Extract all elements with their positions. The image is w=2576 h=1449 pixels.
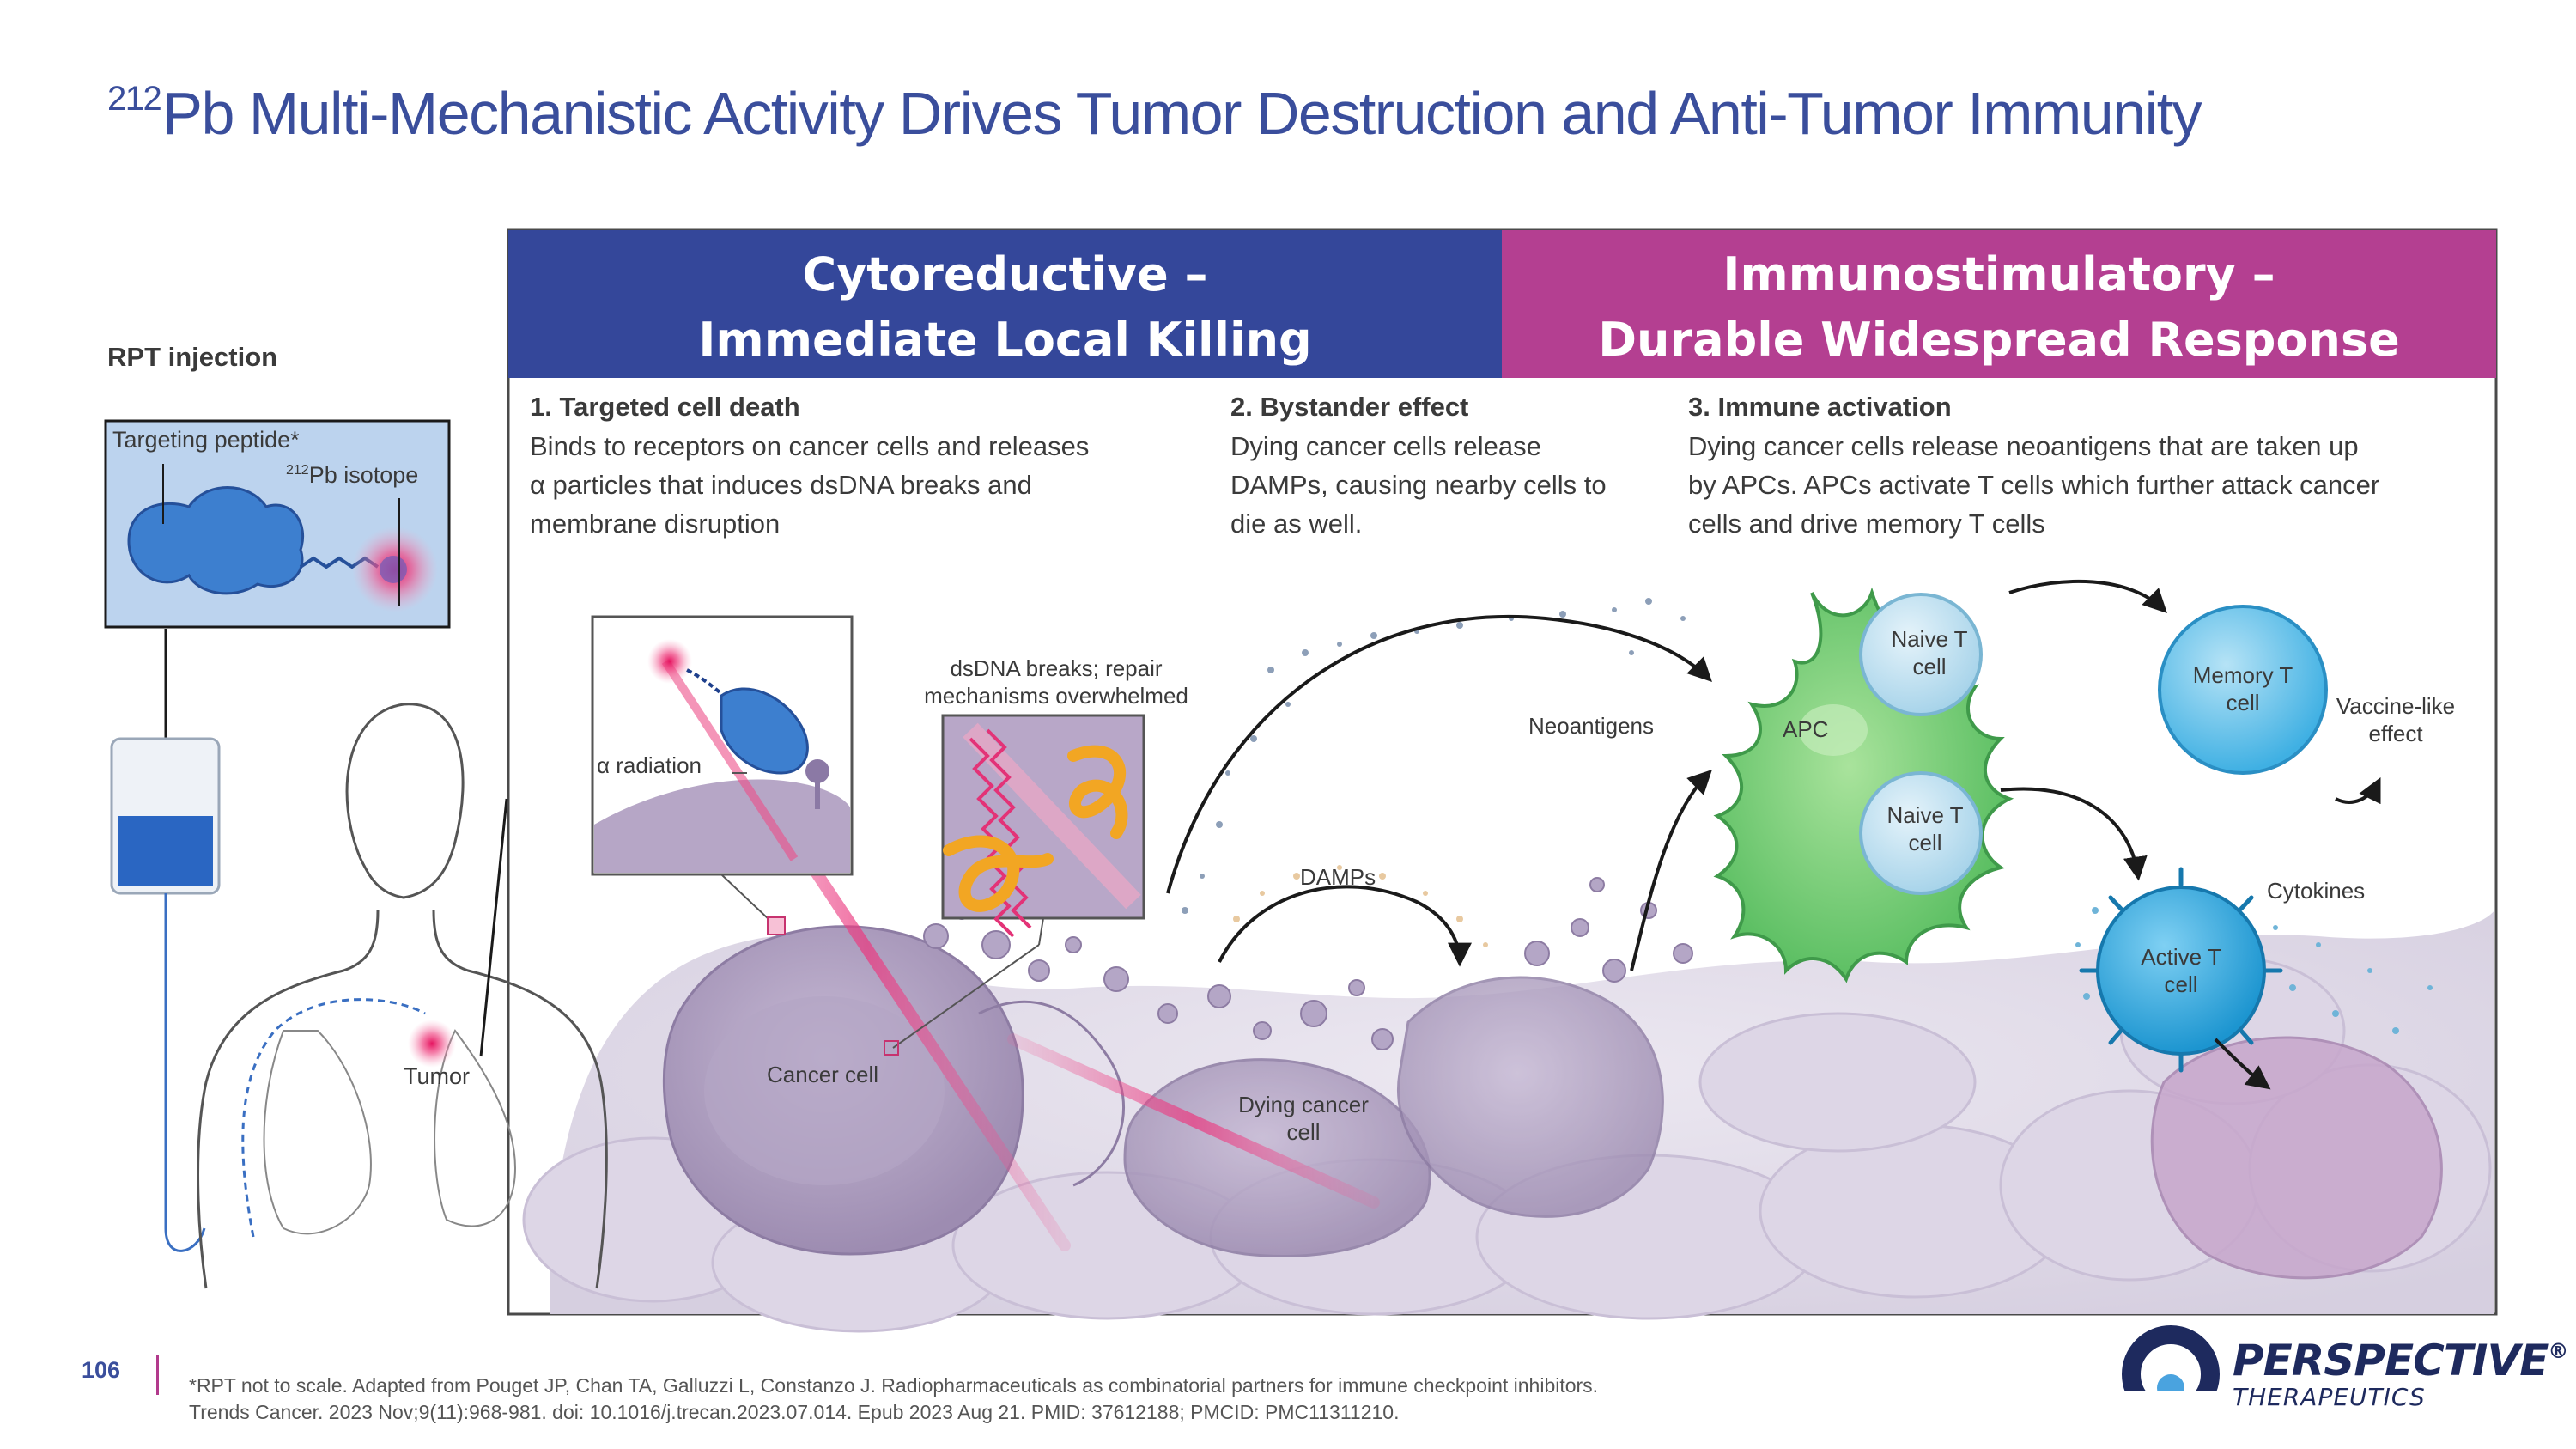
title-superscript: 212 [107,80,162,118]
damps-label: DAMPs [1300,864,1376,890]
circulation-path [241,998,426,1238]
cyto-header-bg [508,230,1502,378]
vaccine-arrow [2335,776,2381,805]
dying-cell-label: Dying cancer cell [1218,1091,1389,1146]
naive-t-cell-lower [1859,771,1983,895]
rpt-inset [104,419,451,629]
active-line2: cell [2164,971,2198,997]
rpt-heading: RPT injection [107,342,278,372]
dsdna-inset [884,714,1145,1056]
tumor-label: Tumor [404,1063,471,1089]
step3-body: Dying cancer cells release neoantigens t… [1688,431,2380,539]
tumor-marker [408,1020,456,1068]
cyto-header-line1: Cytoreductive – [802,247,1208,301]
naive-lower-line1: Naive T [1886,802,1964,828]
cytokines-label: Cytokines [2267,878,2366,904]
dsdna-label-line1: dsDNA breaks; repair [950,655,1163,681]
neoantigens-label: Neoantigens [1528,713,1654,739]
active-t-label: Active T cell [2121,943,2241,998]
step2-title: 2. Bystander effect [1230,392,1469,422]
cytokine-dots [2075,907,2433,1034]
vaccine-label: Vaccine-like effect [2318,692,2473,747]
memory-line1: Memory T [2192,662,2293,688]
footer-divider [156,1355,159,1395]
page-title: 212Pb Multi-Mechanistic Activity Drives … [107,79,2202,148]
page-number: 106 [82,1357,121,1383]
logo-subtitle: THERAPEUTICS [2233,1383,2426,1411]
vaccine-line1: Vaccine-like [2336,693,2456,719]
step1-title: 1. Targeted cell death [530,392,800,422]
immuno-header: Immunostimulatory – Durable Widespread R… [1502,242,2496,373]
cancer-cell-label: Cancer cell [767,1062,879,1087]
apc-label: APC [1783,716,1829,742]
apc-uptake-arrow [1630,770,1712,971]
damps-arrow [1218,885,1472,967]
immuno-header-bg [1502,230,2496,378]
logo-wordmark: PERSPECTIVE® [2233,1336,2568,1385]
targeting-peptide-label: Targeting peptide* [112,427,300,453]
isotope-label: 212Pb isotope [286,462,418,489]
cyto-header: Cytoreductive – Immediate Local Killing [508,242,1502,373]
naive-t-cell-upper [1859,593,1983,716]
right-dying-cell [2150,1036,2443,1280]
neoantigen-arrow [1166,614,1712,894]
naive-upper-line2: cell [1912,654,1947,679]
logo-word: PERSPECTIVE [2233,1336,2549,1385]
dsdna-label: dsDNA breaks; repair mechanisms overwhel… [902,654,1211,709]
naive-to-memory-arrow [2008,579,2167,613]
damps-dots [1233,865,1488,947]
zoom-line [479,798,508,1057]
active-attack-arrow [2214,1038,2271,1090]
step2-body: Dying cancer cells release DAMPs, causin… [1230,431,1607,539]
footnote-line1: *RPT not to scale. Adapted from Pouget J… [189,1374,1599,1397]
active-t-cell-graphic [2079,867,2283,1073]
logo-mark [2121,1325,2221,1426]
naive-lower-line2: cell [1908,830,1942,855]
active-line1: Active T [2141,944,2221,970]
step3-title: 3. Immune activation [1688,392,1952,422]
alpha-radiation-label: α radiation [597,752,702,778]
step1-body: Binds to receptors on cancer cells and r… [530,431,1090,539]
naive-t-label-lower: Naive T cell [1865,801,1985,856]
footnote-line2: Trends Cancer. 2023 Nov;9(11):968-981. d… [189,1401,1400,1423]
alpha-radiation-inset [591,615,854,935]
debris-fragments [923,877,1693,1050]
isotope-text: Pb isotope [308,462,419,488]
footnote: *RPT not to scale. Adapted from Pouget J… [189,1373,1598,1426]
naive-t-label-upper: Naive T cell [1869,625,1990,680]
naive-to-active-arrow [2000,787,2148,881]
dsdna-label-line2: mechanisms overwhelmed [924,683,1188,709]
memory-t-cell [2158,605,2328,775]
human-silhouette [197,703,608,1289]
title-text: Pb Multi-Mechanistic Activity Drives Tum… [162,80,2202,147]
logo-registered-mark: ® [2548,1339,2568,1363]
memory-t-label: Memory T cell [2174,661,2312,716]
iv-bag [110,737,221,1252]
vaccine-line2: effect [2368,721,2423,746]
cyto-header-line2: Immediate Local Killing [698,313,1312,367]
memory-line2: cell [2226,690,2260,715]
isotope-sup: 212 [286,463,309,478]
naive-upper-line1: Naive T [1891,626,1968,652]
dying-cell-line1: Dying cancer [1238,1092,1369,1117]
dying-cell-line2: cell [1286,1119,1321,1145]
immuno-header-line1: Immunostimulatory – [1722,247,2275,301]
immuno-header-line2: Durable Widespread Response [1598,313,2400,367]
